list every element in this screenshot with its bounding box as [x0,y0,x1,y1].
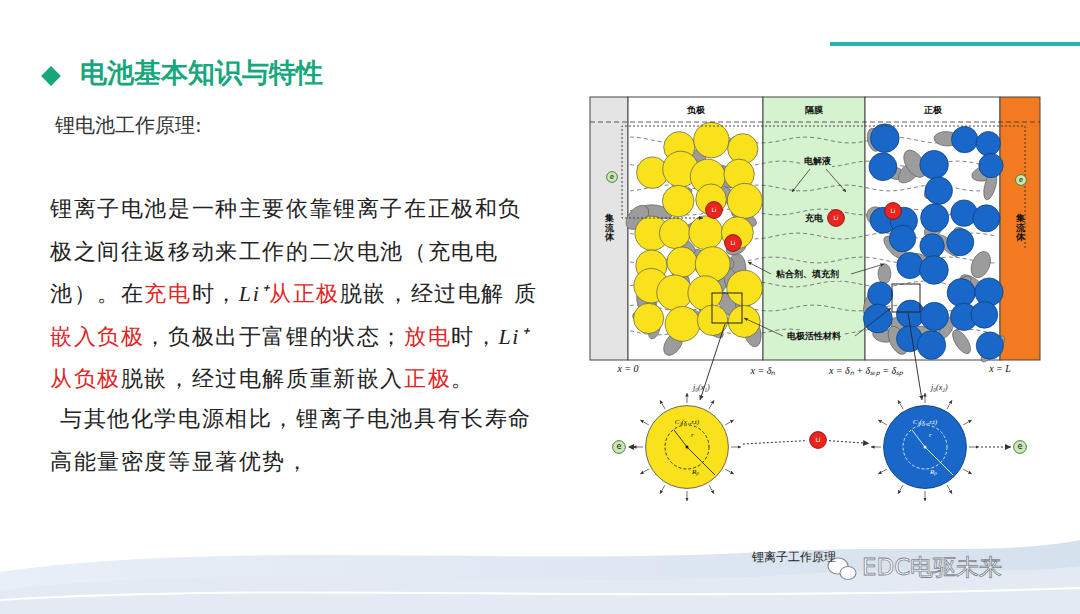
body-text: 放电 [404,324,451,349]
region-label: 正极 [924,104,942,117]
particle-label: Rₚ [692,469,699,476]
current-collector: 集流体 e [590,97,628,360]
flow-connector [829,441,869,444]
separator-region: 隔膜 Li [763,97,865,360]
circle-outline [645,405,729,489]
figure-caption: 锂离子工作原理 [752,549,836,566]
body-text: 从负极 [50,366,121,391]
symbol-letter: e [617,443,622,451]
body-text: 。 [451,366,475,391]
anode-particles [634,122,763,341]
position-label: x = L [989,363,1011,374]
cathode-region: 正极 Li [865,97,1000,360]
body-text: 时， [192,281,239,306]
title-diamond [41,66,61,86]
body-paragraph: 与其他化学电源相比，锂离子电池具有长寿命 高能量密度等显著优势， [50,398,545,483]
body-text: 脱嵌，经过电解质重新嵌入 [121,366,404,391]
part-label: 粘合剂、填充剂 [775,268,840,281]
body-text: 嵌入负极 [50,324,144,349]
particle-label: Rₚ [930,469,937,476]
particle-label: r [929,432,932,439]
zoom-box [712,293,742,323]
electron: e [1013,440,1027,454]
watermark: EDC电驱未来 [862,552,1002,583]
symbol-letter: Li [815,437,820,443]
lithium-ion: Li [705,201,723,219]
position-label: x = δₙ + δₛₑₚ = δₛₚ [829,363,903,377]
symbol-letter: Li [730,240,735,246]
part-label: 电解液 [803,155,832,168]
part-label: 充电 [804,212,824,225]
body-text: 正极 [404,366,451,391]
lithium-ion: Li [809,431,827,449]
particle-label: Cₛ(x₁,r,t) [675,419,699,426]
cell-regions [590,97,1040,360]
flux-label: j₀(x₂) [931,383,948,392]
region-label: 集流体 [1016,214,1025,244]
electrolyte-level [590,122,1040,123]
body-text: Li⁺ [498,324,528,349]
zoom-box [892,284,920,312]
body-text: ，负极出于富锂的状态； [144,324,404,349]
current-collector: 集流体 e [1000,97,1040,360]
lithium-ion: Li [884,202,902,220]
electron: e [1015,174,1027,186]
particle-label: Cₛ(x₂,r,t) [913,419,937,426]
binder-particles [622,127,1008,365]
flux-label: j₀(x₁) [693,383,710,392]
anode-particle: Cₛ(x₁,r,t) rRₚ [645,405,729,489]
symbol-letter: e [610,174,614,181]
leader-lines [744,169,891,336]
region-label: 隔膜 [805,104,823,117]
accent-line [830,42,1080,46]
body-text: 充电 [144,281,191,306]
body-paragraph: 锂离子电池是一种主要依靠锂离子在正极和负极之间往返移动来工作的二次电池（充电电 … [50,188,545,401]
subtitle: 锂电池工作原理: [55,112,202,139]
lithium-ion: Li [827,209,845,227]
electron: e [612,440,626,454]
particle-label: r [691,432,694,439]
lithium-ion: Li [724,234,742,252]
body-text: 时， [451,324,498,349]
symbol-letter: Li [711,207,716,213]
flux-arrows [633,393,979,501]
flow-connector [628,447,631,448]
position-label: x = δₙ [751,363,776,377]
wave-highlight [0,588,1080,600]
zoom-arrow [908,313,922,400]
symbol-letter: e [1019,177,1023,184]
body-text: 脱嵌，经过电解 质 [340,281,537,306]
cathode-particle: Cₛ(x₂,r,t) rRₚ [883,405,967,489]
electrolyte-lines [630,137,996,335]
flow-connector [743,441,807,444]
slide-title: 电池基本知识与特性 [80,55,323,91]
part-label: 电极活性材料 [786,330,842,343]
flow-connector [981,447,1011,448]
electron: e [606,171,618,183]
symbol-letter: Li [890,208,895,214]
bottom-wave [0,540,1080,614]
body-text: 从正极 [269,281,340,306]
anode-region: 负极LiLi [628,97,763,360]
cathode-particles [863,124,1003,359]
electron-path [622,126,1025,250]
region-label: 负极 [687,104,705,117]
symbol-letter: Li [833,215,838,221]
position-label: x = 0 [617,363,638,374]
region-label: 集流体 [605,214,614,244]
body-text: Li⁺ [239,281,269,306]
circle-outline [883,405,967,489]
symbol-letter: e [1018,443,1023,451]
